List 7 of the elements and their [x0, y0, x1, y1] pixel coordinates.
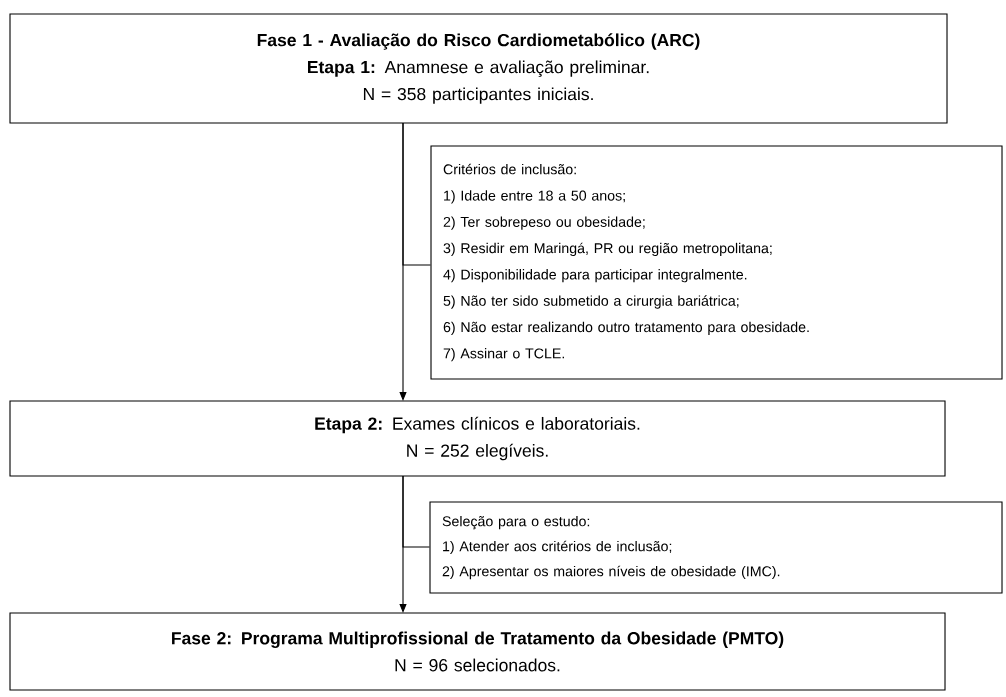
branch-line — [402, 122, 431, 266]
stage-box: Fase 1 - Avaliação do Risco Cardiometabólico (ARC) Etapa 1: Anamnese e avaliação preliminar. N = 358 participantes iniciais. — [9, 13, 948, 124]
branch-line — [402, 475, 430, 548]
stage-box: Etapa 2: Exames clínicos e laboratoriais. N = 252 elegíveis. — [9, 400, 946, 477]
criteria-box: Seleção para o estudo: 1) Atender aos critérios de inclusão; 2) Apresentar os maiores níveis de obesidade (IMC). — [429, 501, 1003, 594]
stage-box: Fase 2: Programa Multiprofissional de Tratamento da Obesidade (PMTO) N = 96 selecionados. — [9, 612, 946, 691]
criteria-box: Critérios de inclusão: 1) Idade entre 18 a 50 anos; 2) Ter sobrepeso ou obesidade; 3) Residir em Maringá, PR ou região metropolitana; 4) Disponibilidade para participar integralmente. 5) Não ter sido submetido a cirurgia bariátrica; 6) Não estar realizando outro tratamento para obesidade. 7) Assinar o TCLE. — [430, 145, 1003, 380]
